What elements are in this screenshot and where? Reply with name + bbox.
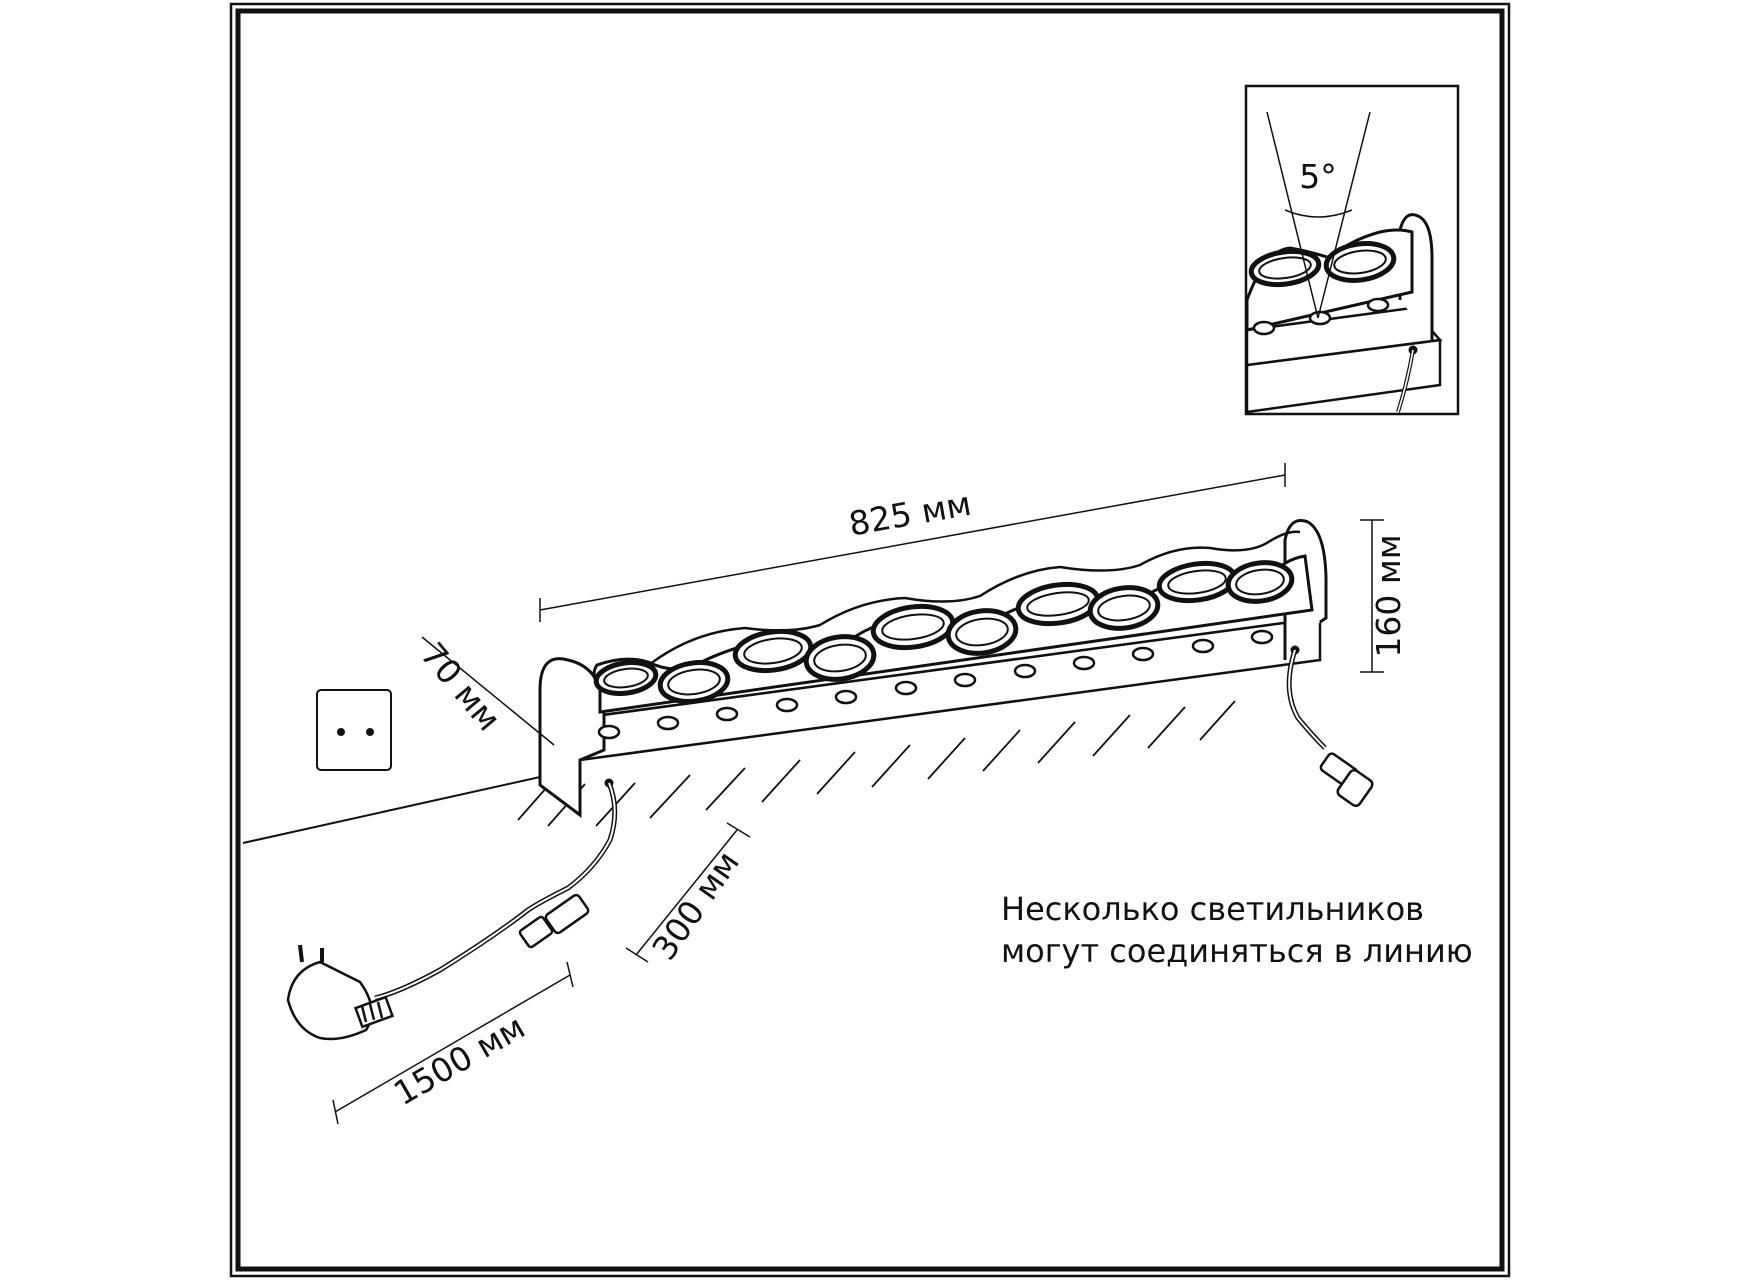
luminaire-windows: [593, 560, 1295, 704]
right-connector: [1319, 752, 1374, 808]
wall-socket: [316, 689, 392, 771]
power-plug: [286, 944, 395, 1041]
note-line-2: могут соединяться в линию: [1001, 932, 1473, 970]
beam-angle-label: 5°: [1299, 157, 1337, 196]
dim-depth-label: 70 мм: [413, 635, 509, 738]
led-holes: [597, 629, 1274, 740]
dimension-lines: [332, 463, 1384, 1125]
inline-coupler: [518, 893, 590, 949]
dim-height-label: 160 мм: [1369, 534, 1408, 657]
dim-floor-offset-label: 300 мм: [644, 844, 747, 967]
left-cable: [374, 778, 618, 1001]
floor-hatching: [517, 700, 1236, 827]
dim-cable-length-label: 1500 мм: [387, 1007, 531, 1113]
luminaire-left-endcap: [538, 657, 606, 818]
socket-hole-right: [366, 728, 374, 736]
right-cable: [1286, 645, 1327, 750]
beam-angle-inset: 5°: [1244, 84, 1460, 416]
luminaire-window-shadows: [603, 568, 1285, 696]
socket-hole-left: [337, 728, 345, 736]
note-line-1: Несколько светильников: [1001, 890, 1424, 928]
drawing-frame: [229, 2, 1511, 1278]
